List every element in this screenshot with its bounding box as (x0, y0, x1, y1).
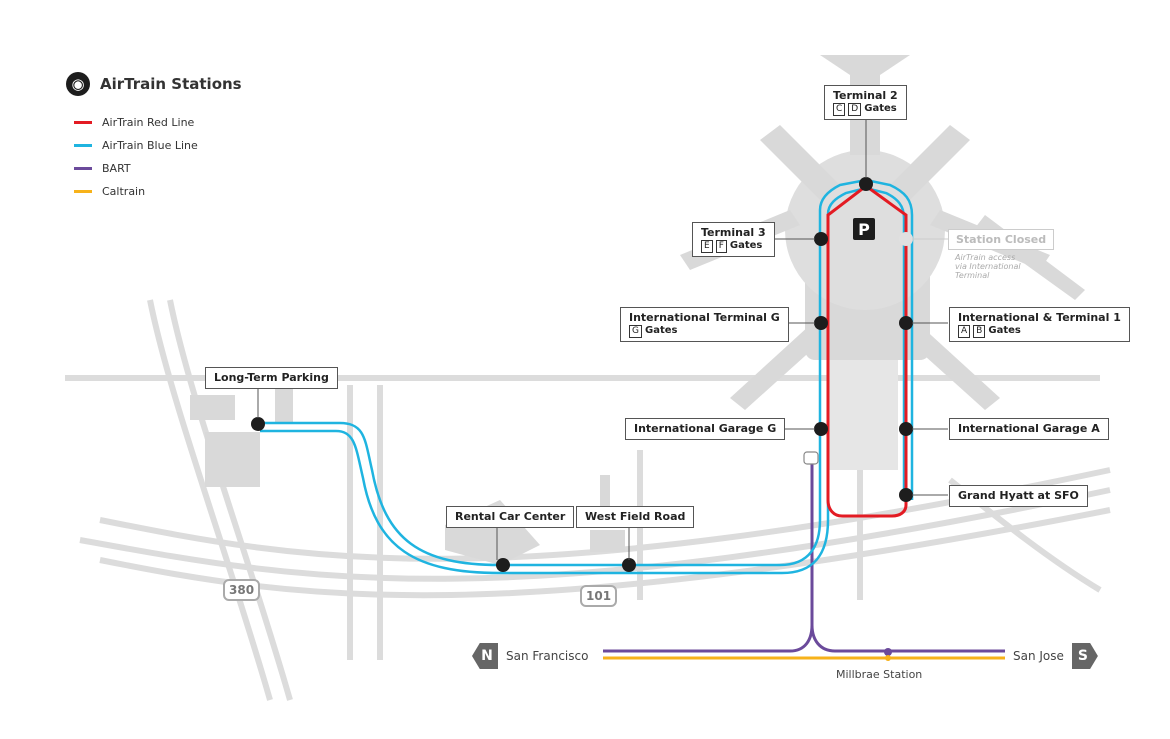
red-line-swatch (74, 121, 92, 124)
legend-item-red: AirTrain Red Line (74, 116, 242, 129)
gates-row: C D Gates (833, 102, 898, 116)
station-label-terminal3: Terminal 3 E F Gates (692, 222, 775, 257)
gates-suffix: Gates (729, 240, 763, 251)
station-label-intl-garage-g: International Garage G (625, 418, 786, 440)
gate-c: C (833, 102, 846, 116)
south-label: San Jose (1013, 649, 1064, 663)
parking-icon: P (853, 218, 875, 240)
gate-d: D (848, 102, 862, 116)
gates-suffix: Gates (988, 325, 1021, 336)
gates-row: G Gates (629, 324, 780, 338)
north-arrow-icon: N (472, 643, 498, 669)
station-label-intl-garage-a: International Garage A (949, 418, 1109, 440)
millbrae-station-label: Millbrae Station (836, 668, 923, 681)
station-name: Terminal 2 (833, 89, 898, 102)
red-line (826, 184, 908, 518)
station-markers (251, 177, 913, 572)
station-marker-intl-terminal-1 (899, 316, 913, 330)
legend-title: ◉ AirTrain Stations (66, 72, 242, 96)
highway-101-shield: 101 (580, 585, 618, 607)
legend-item-label: BART (102, 162, 131, 175)
station-label-west-field: West Field Road (576, 506, 695, 528)
gates-suffix: Gates (864, 103, 897, 114)
south-arrow-icon: S (1071, 643, 1098, 669)
station-marker-terminal2 (859, 177, 873, 191)
station-marker-rental-car (496, 558, 510, 572)
millbrae-caltrain-marker (885, 655, 891, 661)
station-marker-west-field (622, 558, 636, 572)
station-label-long-term-parking: Long-Term Parking (205, 367, 338, 389)
blue-line (260, 178, 914, 575)
gate-b: B (973, 324, 986, 338)
station-label-intl-terminal-g: International Terminal G G Gates (620, 307, 789, 342)
station-name: International & Terminal 1 (958, 311, 1121, 324)
station-marker-grand-hyatt (899, 488, 913, 502)
gates-row: A B Gates (958, 324, 1121, 338)
legend-item-bart: BART (74, 162, 242, 175)
south-endcap: San Jose S (1013, 643, 1098, 669)
closed-note-line: via International (955, 262, 1021, 272)
closed-note-line: Terminal (955, 271, 990, 281)
highway-380-shield: 380 (223, 579, 261, 601)
station-label-rental-car: Rental Car Center (446, 506, 575, 528)
gates-suffix: Gates (644, 325, 678, 336)
gates-row: E F Gates (701, 239, 766, 253)
bart-swatch (74, 167, 92, 170)
legend-item-label: AirTrain Blue Line (102, 139, 198, 152)
north-endcap: N San Francisco (472, 643, 588, 669)
legend-title-text: AirTrain Stations (100, 75, 242, 93)
caltrain-swatch (74, 190, 92, 193)
station-name: International Terminal G (629, 311, 780, 324)
station-marker-closed (899, 232, 913, 246)
blue-line-swatch (74, 144, 92, 147)
station-marker-terminal3 (814, 232, 828, 246)
station-label-intl-terminal-1: International & Terminal 1 A B Gates (949, 307, 1130, 342)
legend: ◉ AirTrain Stations AirTrain Red Line Ai… (66, 72, 242, 198)
millbrae-marker (884, 648, 892, 656)
station-marker-intl-garage-a (899, 422, 913, 436)
train-icon: ◉ (66, 72, 90, 96)
station-label-terminal2: Terminal 2 C D Gates (824, 85, 907, 120)
legend-item-caltrain: Caltrain (74, 185, 242, 198)
station-label-grand-hyatt: Grand Hyatt at SFO (949, 485, 1088, 507)
station-marker-intl-garage-g (814, 422, 828, 436)
legend-item-label: AirTrain Red Line (102, 116, 195, 129)
gate-g: G (629, 324, 642, 338)
bart-station-icon (803, 451, 819, 465)
gate-a: A (958, 324, 971, 338)
north-label: San Francisco (506, 649, 589, 663)
station-marker-long-term-parking (251, 417, 265, 431)
bart-line (603, 460, 1005, 653)
station-marker-intl-terminal-g (814, 316, 828, 330)
station-name: Terminal 3 (701, 226, 766, 239)
legend-items: AirTrain Red Line AirTrain Blue Line BAR… (74, 116, 242, 198)
gate-f: F (715, 239, 727, 253)
station-closed-note: AirTrain access via International Termin… (955, 253, 1021, 281)
closed-note-line: AirTrain access (955, 253, 1016, 262)
legend-item-blue: AirTrain Blue Line (74, 139, 242, 152)
gate-e: E (701, 239, 713, 253)
legend-item-label: Caltrain (102, 185, 146, 198)
station-closed-label: Station Closed (948, 229, 1055, 250)
